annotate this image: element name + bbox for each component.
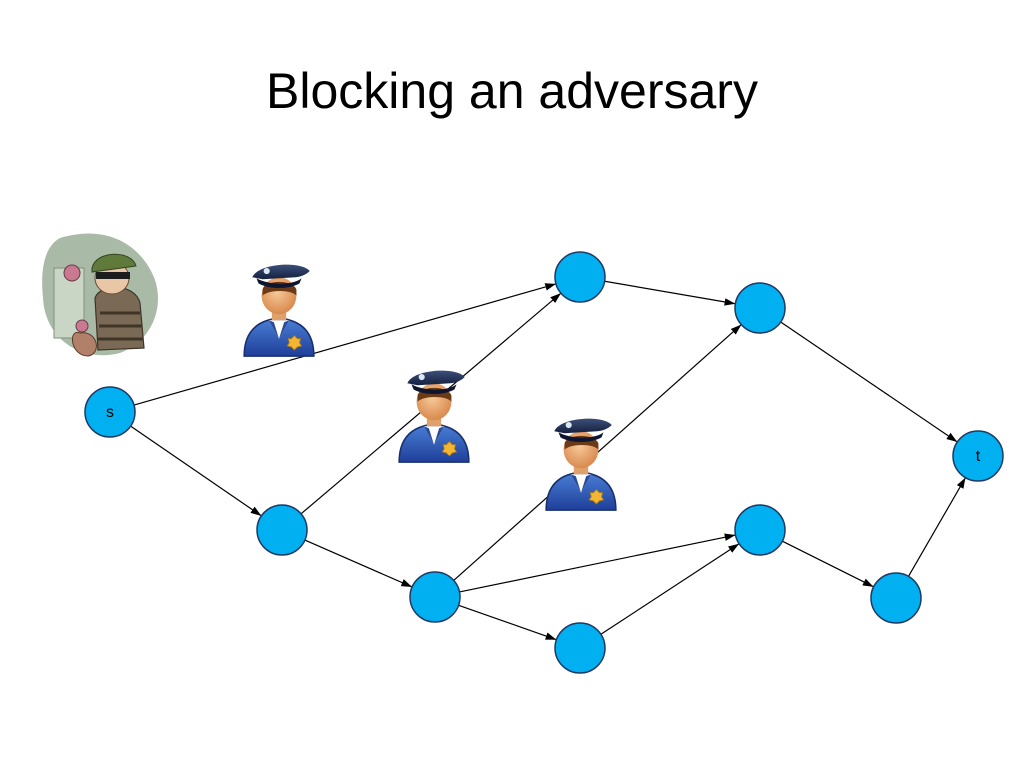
node-e bbox=[734, 504, 786, 556]
police-officer-icon bbox=[398, 369, 470, 463]
node-circle bbox=[952, 430, 1004, 482]
node-f bbox=[554, 622, 606, 674]
police-officer-icon bbox=[243, 263, 315, 357]
node-label-s: s bbox=[106, 404, 114, 421]
node-t: t bbox=[952, 430, 1004, 482]
nodes-layer: st bbox=[84, 251, 1004, 674]
node-c bbox=[409, 571, 461, 623]
edge-b-c bbox=[304, 539, 413, 588]
edge-e-g bbox=[782, 540, 874, 588]
node-circle bbox=[870, 572, 922, 624]
edge-c-f bbox=[458, 604, 557, 641]
node-d bbox=[734, 282, 786, 334]
edge-a-d bbox=[604, 280, 736, 306]
edge-c-e bbox=[459, 533, 736, 593]
node-circle bbox=[734, 282, 786, 334]
node-circle bbox=[84, 386, 136, 438]
police-officer-icon bbox=[545, 417, 617, 511]
node-circle bbox=[554, 251, 606, 303]
node-s: s bbox=[84, 386, 136, 438]
node-b bbox=[256, 504, 308, 556]
node-circle bbox=[256, 504, 308, 556]
node-label-t: t bbox=[976, 448, 981, 465]
node-circle bbox=[409, 571, 461, 623]
edge-f-e bbox=[600, 543, 740, 635]
node-circle bbox=[734, 504, 786, 556]
slide-title: Blocking an adversary bbox=[266, 63, 758, 119]
node-g bbox=[870, 572, 922, 624]
actors-layer bbox=[42, 233, 617, 511]
edge-s-a bbox=[133, 283, 557, 406]
node-circle bbox=[554, 622, 606, 674]
edge-g-t bbox=[907, 477, 967, 577]
node-a bbox=[554, 251, 606, 303]
edge-s-b bbox=[130, 425, 262, 517]
edge-d-t bbox=[780, 321, 958, 443]
thief-icon bbox=[42, 233, 159, 357]
